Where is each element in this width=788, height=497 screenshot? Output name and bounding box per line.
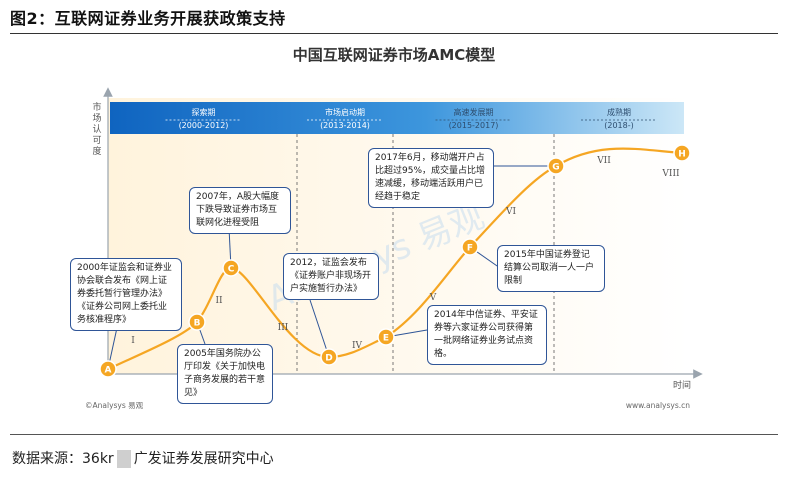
segment-label-ii: II [215, 296, 223, 306]
phase-name-1: 探索期 [192, 107, 216, 117]
callout-c: 2007年，A股大幅度下跌导致证券市场互联网化进程受阻 [189, 187, 291, 234]
point-marker-b [188, 313, 206, 331]
point-label-a: A [105, 366, 112, 376]
left-credit: ©Analysys 易观 [85, 401, 144, 410]
source-rule [10, 434, 778, 435]
phase-years-2: (2013-2014) [320, 121, 370, 130]
callout-e: 2014年中信证券、平安证券等六家证券公司获得第一批网络证券业务试点资格。 [427, 305, 547, 365]
right-credit: www.analysys.cn [626, 401, 690, 410]
point-marker-g [547, 157, 565, 175]
source-suffix: 广发证券发展研究中心 [133, 451, 274, 467]
source-name: 36kr [82, 451, 114, 467]
point-label-b: B [194, 319, 201, 329]
phase-name-2: 市场启动期 [325, 107, 365, 117]
point-label-d: D [325, 354, 332, 364]
phase-band [110, 102, 684, 134]
leader-line-d [309, 299, 330, 358]
segment-label-vi: VI [505, 207, 516, 217]
source-line: 数据来源：36kr 广发证券发展研究中心 [12, 448, 274, 468]
x-axis-label: 时间 [673, 379, 691, 391]
point-label-e: E [383, 334, 389, 344]
point-marker-h [673, 144, 691, 162]
callout-f: 2015年中国证券登记结算公司取消一人一户限制 [497, 245, 605, 292]
y-axis-label-char-4: 可 [92, 135, 101, 146]
segment-label-vii: VII [596, 156, 611, 166]
phase-name-4: 成熟期 [607, 107, 631, 117]
figure-title: 图2：互联网证券业务开展获政策支持 [10, 9, 286, 28]
callout-a: 2000年证监会和证券业协会联合发布《网上证券委托暂行管理办法》《证券公司网上委… [70, 258, 182, 331]
source-prefix: 数据来源： [12, 451, 82, 467]
segment-label-viii: VIII [661, 169, 680, 179]
point-label-h: H [678, 150, 686, 160]
point-marker-e [377, 328, 395, 346]
segment-label-iii: III [278, 323, 289, 333]
point-label-f: F [467, 244, 473, 254]
phase-name-3: 高速发展期 [454, 107, 494, 117]
chart-title: 中国互联网证券市场AMC模型 [293, 46, 496, 64]
y-axis-label-char-1: 市 [92, 101, 101, 113]
callout-d: 2012，证监会发布《证券账户非现场开户实施暂行办法》 [283, 253, 379, 300]
point-marker-f [461, 238, 479, 256]
phase-years-3: (2015-2017) [449, 121, 499, 130]
point-marker-d [320, 348, 338, 366]
title-rule [10, 33, 778, 34]
point-marker-c [222, 259, 240, 277]
segment-label-iv: IV [352, 341, 363, 351]
phase-years-1: (2000-2012) [179, 121, 229, 130]
callout-b: 2005年国务院办公厅印发《关于加快电子商务发展的若干意见》 [177, 344, 273, 404]
point-marker-a [99, 360, 117, 378]
y-axis-label-char-5: 度 [92, 145, 101, 157]
segment-label-v: V [429, 293, 437, 303]
phase-years-4: (2018-) [604, 121, 634, 130]
y-axis-label-char-2: 场 [92, 113, 101, 124]
segment-label-i: I [131, 336, 135, 346]
redaction-box [116, 450, 131, 468]
point-label-g: G [552, 163, 559, 173]
callout-g: 2017年6月，移动端开户占比超过95%，成交量占比增速减缓，移动端活跃用户已经… [368, 148, 494, 208]
y-axis-label-char-3: 认 [92, 123, 101, 135]
point-label-c: C [228, 265, 235, 275]
